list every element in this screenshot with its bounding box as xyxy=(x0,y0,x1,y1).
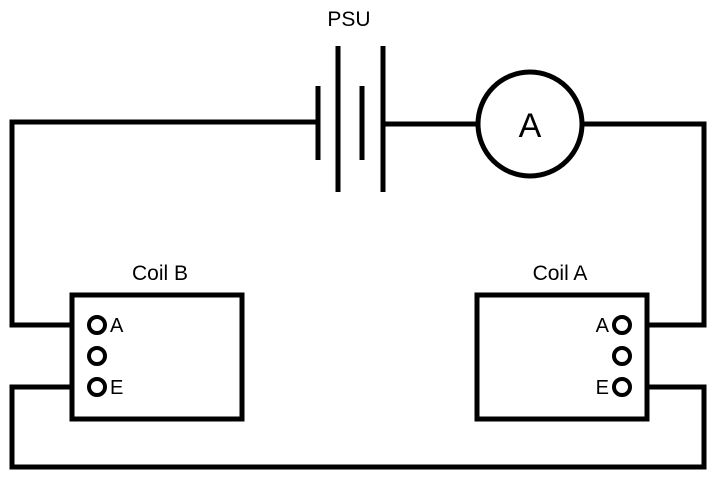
circuit-wires xyxy=(9,119,707,470)
coil-a-terminal-e-label: E xyxy=(596,377,609,399)
coil-b: A E xyxy=(69,292,245,422)
psu-label: PSU xyxy=(327,8,370,31)
wire-psu-to-coil-b xyxy=(9,119,319,328)
ammeter: A xyxy=(475,69,585,179)
coil-a-terminal-a xyxy=(612,315,632,335)
psu-battery-symbol xyxy=(315,46,386,192)
coil-a-terminal-middle xyxy=(612,346,632,366)
coil-b-terminal-e xyxy=(87,377,107,397)
coil-b-terminal-a xyxy=(87,315,107,335)
wire-ammeter-to-coil-a xyxy=(579,121,707,328)
ammeter-symbol: A xyxy=(519,107,542,145)
coil-b-terminal-e-label: E xyxy=(110,377,123,399)
wire-bottom-loop xyxy=(9,384,707,470)
ammeter-circle xyxy=(475,69,585,179)
coil-a: A E xyxy=(474,292,650,422)
coil-b-terminal-a-label: A xyxy=(110,315,124,337)
coil-a-terminal-e xyxy=(612,377,632,397)
coil-a-title: Coil A xyxy=(533,262,588,285)
coil-b-terminal-middle xyxy=(87,346,107,366)
coil-a-terminal-a-label: A xyxy=(596,315,610,337)
coil-b-title: Coil B xyxy=(132,262,188,285)
